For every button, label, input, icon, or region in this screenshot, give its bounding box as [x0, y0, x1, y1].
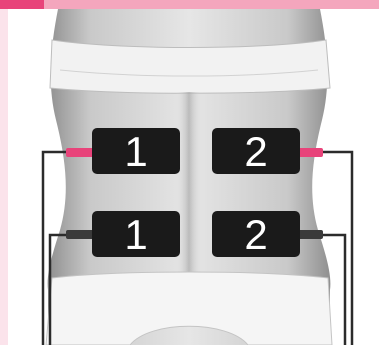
bra-band [50, 40, 330, 93]
connector-left-positive [66, 148, 96, 157]
connector-left-negative [66, 230, 96, 239]
pad-label-bottom-left: 1 [124, 211, 147, 258]
pad-label-bottom-right: 2 [244, 211, 267, 258]
pad-label-top-right: 2 [244, 128, 267, 175]
pad-label-top-left: 1 [124, 128, 147, 175]
spine-shading [176, 92, 202, 302]
